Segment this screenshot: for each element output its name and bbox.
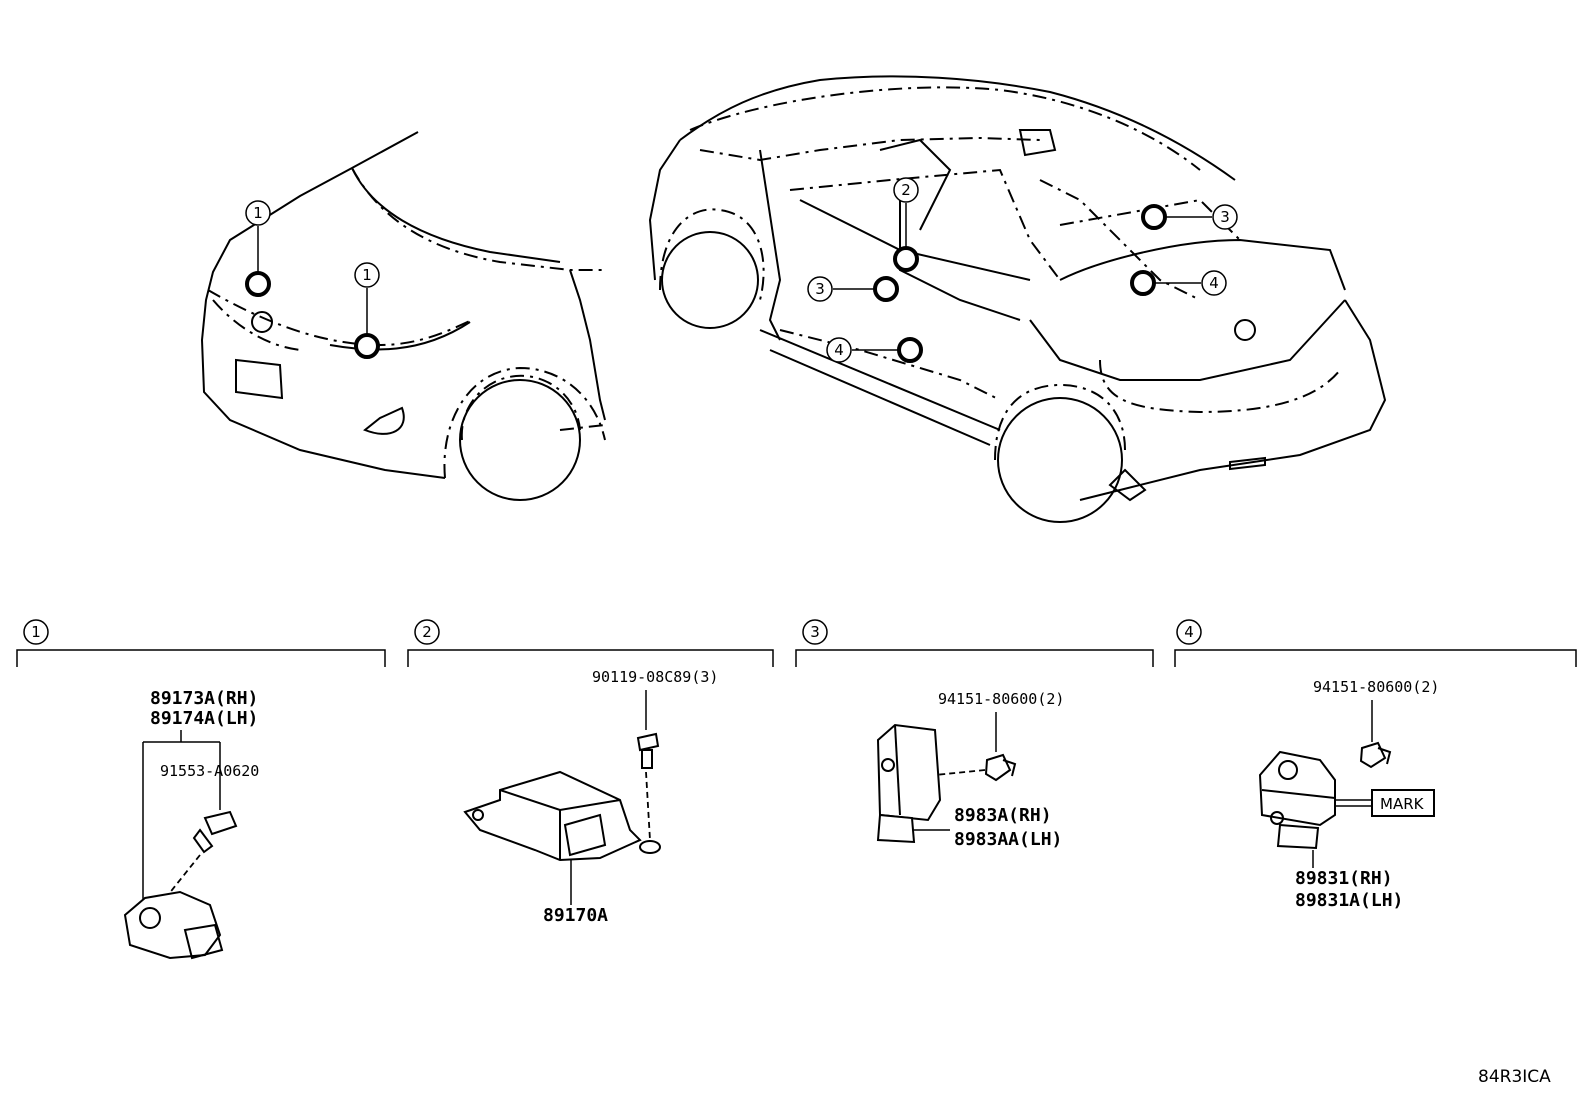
part-number-8983AA: 8983AA(LH) (954, 829, 1062, 850)
location-marker-1a (245, 271, 271, 297)
part-number-91553-A0620: 91553-A0620 (160, 762, 259, 780)
svg-text:4: 4 (1209, 274, 1219, 292)
svg-text:1: 1 (31, 623, 41, 641)
section-3-header: 3 (795, 619, 1154, 667)
svg-text:4: 4 (1184, 623, 1194, 641)
svg-text:3: 3 (815, 280, 825, 298)
part-number-94151-80600-s4: 94151-80600(2) (1313, 678, 1439, 696)
svg-text:3: 3 (810, 623, 820, 641)
svg-text:3: 3 (1220, 208, 1230, 226)
svg-text:2: 2 (901, 181, 911, 199)
front-car-illustration (200, 131, 606, 501)
svg-text:1: 1 (253, 204, 263, 222)
svg-text:4: 4 (834, 341, 844, 359)
location-marker-3b (1141, 204, 1167, 230)
part-number-89173A: 89173A(RH) (150, 688, 258, 709)
rear-car-illustration (648, 75, 1387, 523)
part-number-90119-08C89: 90119-08C89(3) (592, 668, 718, 686)
mark-label: MARK (1380, 795, 1425, 813)
callout-4a: 4 (826, 337, 852, 363)
section-4-parts: 94151-80600(2) MARK 89831(RH) 89831A(LH) (1258, 678, 1439, 911)
section-1-header: 1 (16, 619, 386, 667)
section-1-parts: 89173A(RH) 89174A(LH) 91553-A0620 (123, 688, 259, 960)
location-marker-2 (893, 246, 919, 272)
callout-2: 2 (893, 177, 919, 203)
location-marker-3a (873, 276, 899, 302)
svg-text:2: 2 (422, 623, 432, 641)
part-number-89170A: 89170A (543, 905, 608, 926)
callout-1a: 1 (245, 200, 271, 226)
mark-label-box (1371, 789, 1435, 817)
part-number-89831A: 89831A(LH) (1295, 890, 1403, 911)
part-number-94151-80600-s3: 94151-80600(2) (938, 690, 1064, 708)
location-marker-4a (897, 337, 923, 363)
part-number-8983A: 8983A(RH) (954, 805, 1052, 826)
section-2-header: 2 (407, 619, 774, 667)
callout-3a: 3 (807, 276, 833, 302)
callout-3b: 3 (1212, 204, 1238, 230)
svg-text:1: 1 (362, 266, 372, 284)
location-marker-1b (354, 333, 380, 359)
diagram-code: 84R3ICA (1478, 1067, 1551, 1087)
section-3-parts: 94151-80600(2) 8983A(RH) 8983AA(LH) (876, 690, 1064, 850)
callout-1b: 1 (354, 262, 380, 288)
part-number-89174A: 89174A(LH) (150, 708, 258, 729)
part-number-89831: 89831(RH) (1295, 868, 1393, 889)
section-2-parts: 90119-08C89(3) 89170A (463, 668, 718, 926)
callout-4b: 4 (1201, 270, 1227, 296)
location-marker-4b (1130, 270, 1156, 296)
section-4-header: 4 (1174, 619, 1577, 667)
